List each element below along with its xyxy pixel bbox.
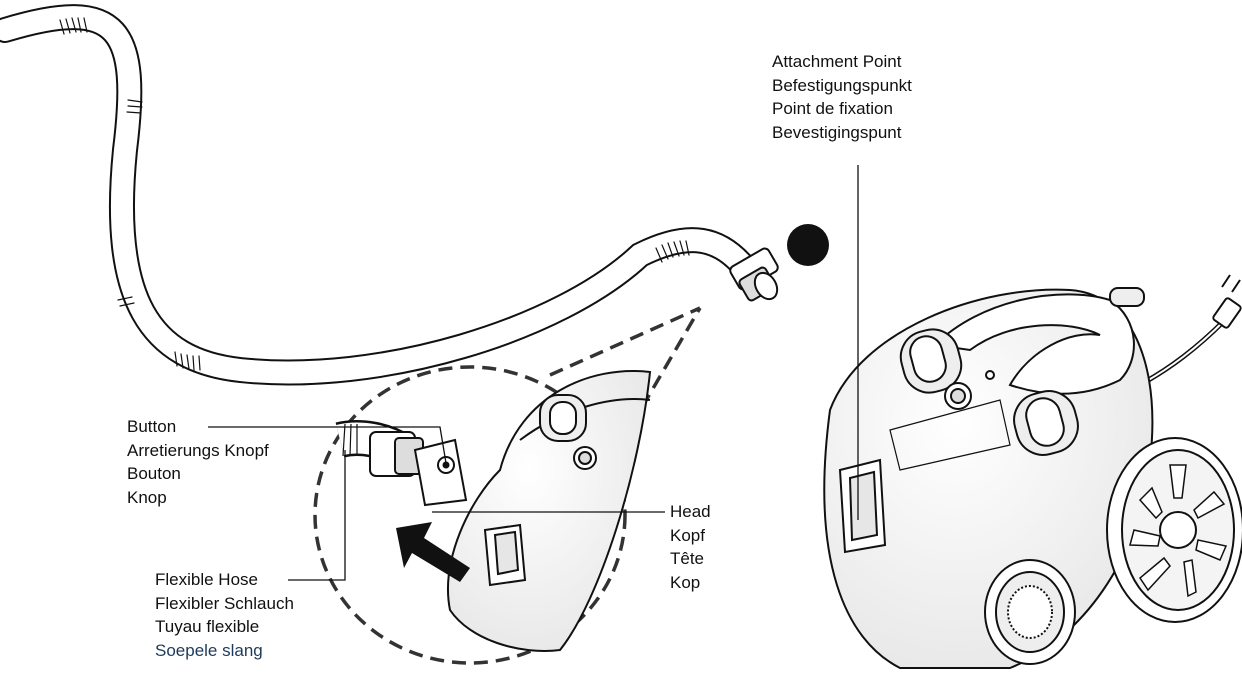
button-fr: Bouton	[127, 462, 269, 486]
attachment-point-en: Attachment Point	[772, 50, 912, 74]
head-label: Head Kopf Tête Kop	[670, 500, 711, 594]
button-en: Button	[127, 415, 269, 439]
attachment-point-fr: Point de fixation	[772, 97, 912, 121]
button-de: Arretierungs Knopf	[127, 439, 269, 463]
zoomed-head	[448, 371, 650, 651]
flexible-hose-en: Flexible Hose	[155, 568, 294, 592]
button-nl: Knop	[127, 486, 269, 510]
zoomed-hose	[340, 424, 466, 505]
head-nl: Kop	[670, 571, 711, 595]
flexible-hose-label: Flexible Hose Flexibler Schlauch Tuyau f…	[155, 568, 294, 662]
head-en: Head	[670, 500, 711, 524]
head-fr: Tête	[670, 547, 711, 571]
steam-cleaner-body	[824, 275, 1242, 668]
flexible-hose-fr: Tuyau flexible	[155, 615, 294, 639]
step-dot-icon	[787, 224, 829, 266]
hose-top	[5, 17, 745, 372]
flexible-hose-nl: Soepele slang	[155, 639, 294, 663]
flexible-hose-de: Flexibler Schlauch	[155, 592, 294, 616]
attachment-point-nl: Bevestigingspunt	[772, 121, 912, 145]
attachment-point-de: Befestigungspunkt	[772, 74, 912, 98]
attachment-point-label: Attachment Point Befestigungspunkt Point…	[772, 50, 912, 144]
head-de: Kopf	[670, 524, 711, 548]
button-label: Button Arretierungs Knopf Bouton Knop	[127, 415, 269, 509]
